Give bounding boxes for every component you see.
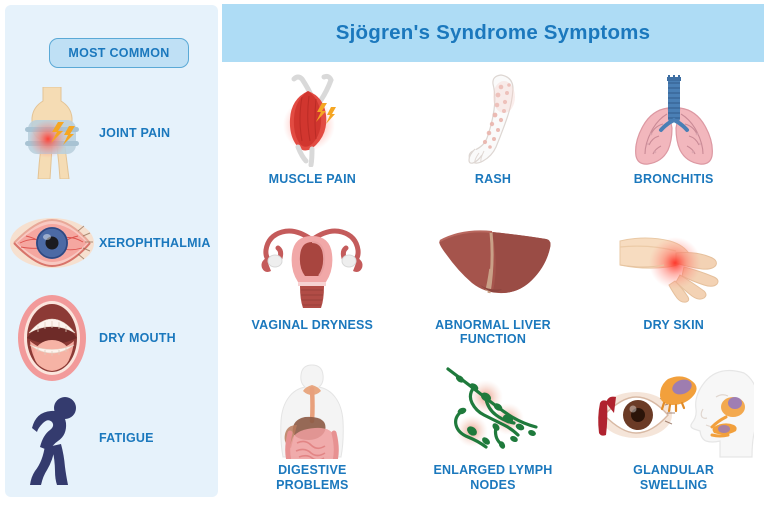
- symptom-card-digestive-problems: DIGESTIVE PROBLEMS: [222, 357, 403, 503]
- symptom-card-dry-skin: DRY SKIN: [583, 212, 764, 358]
- symptom-label: MUSCLE PAIN: [268, 172, 357, 186]
- symptom-label: DIGESTIVE PROBLEMS: [276, 463, 349, 493]
- symptom-card-bronchitis: BRONCHITIS: [583, 66, 764, 212]
- symptom-card-rash: RASH: [403, 66, 584, 212]
- inflamed-muscle-icon: [272, 72, 352, 168]
- page-title: Sjögren's Syndrome Symptoms: [335, 21, 651, 44]
- irritated-hand-icon: [618, 218, 730, 314]
- symptom-label: BRONCHITIS: [633, 172, 714, 186]
- page-header-banner: Sjögren's Syndrome Symptoms: [222, 4, 764, 62]
- hunched-tired-person-icon: [5, 390, 99, 486]
- liver-icon: [434, 218, 552, 314]
- digestive-system-icon: [273, 363, 351, 460]
- lungs-icon: [627, 72, 721, 168]
- most-common-badge: MOST COMMON: [49, 38, 189, 68]
- lacrimal-salivary-glands-icon: [594, 363, 754, 459]
- knee-joint-pain-icon: [5, 85, 99, 181]
- sidebar-item-dry-mouth: DRY MOUTH: [5, 290, 218, 386]
- sidebar-item-label: XEROPHTHALMIA: [99, 235, 211, 250]
- symptoms-grid: MUSCLE PAIN: [222, 66, 764, 503]
- symptom-label: GLANDULAR SWELLING: [633, 463, 715, 493]
- sidebar-item-label: JOINT PAIN: [99, 125, 171, 140]
- symptom-label: DRY SKIN: [643, 317, 704, 332]
- sidebar-item-label: DRY MOUTH: [99, 330, 176, 345]
- sidebar-item-fatigue: FATIGUE: [5, 390, 218, 486]
- symptom-card-muscle-pain: MUSCLE PAIN: [222, 66, 403, 212]
- open-mouth-icon: [5, 290, 99, 386]
- symptom-label: VAGINAL DRYNESS: [251, 317, 374, 332]
- symptom-label: ABNORMAL LIVER FUNCTION: [435, 317, 551, 347]
- symptom-label: RASH: [474, 172, 512, 186]
- bloodshot-dry-eye-icon: [5, 195, 99, 291]
- symptom-card-vaginal-dryness: VAGINAL DRYNESS: [222, 212, 403, 358]
- most-common-badge-label: MOST COMMON: [68, 46, 170, 60]
- uterus-icon: [258, 218, 366, 314]
- sidebar-item-xerophthalmia: XEROPHTHALMIA: [5, 195, 218, 291]
- lymph-vessels-icon: [440, 363, 546, 459]
- spotted-arm-rash-icon: [461, 72, 525, 168]
- symptom-card-glandular-swelling: GLANDULAR SWELLING: [583, 357, 764, 503]
- symptom-label: ENLARGED LYMPH NODES: [433, 463, 553, 493]
- symptom-card-enlarged-lymph-nodes: ENLARGED LYMPH NODES: [403, 357, 584, 503]
- sidebar-item-label: FATIGUE: [99, 430, 154, 445]
- symptom-card-abnormal-liver-function: ABNORMAL LIVER FUNCTION: [403, 212, 584, 358]
- sidebar-item-joint-pain: JOINT PAIN: [5, 85, 218, 181]
- most-common-sidebar: MOST COMMON: [5, 5, 218, 497]
